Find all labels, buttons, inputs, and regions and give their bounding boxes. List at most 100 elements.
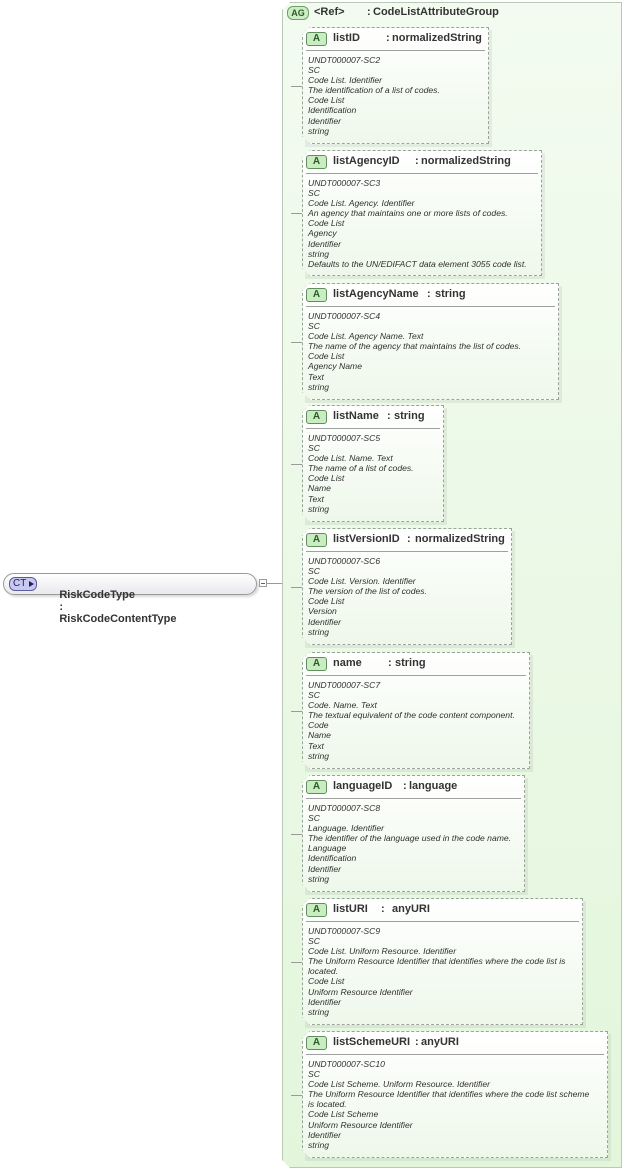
documentation-line: Code List. Agency Name. Text [308,331,424,342]
documentation-line: Name [308,730,331,741]
attribute-name: listVersionID [333,533,400,545]
attribute-separator: : [415,1036,419,1048]
documentation-line: Language [308,843,347,854]
documentation-line: UNDT000007-SC8 [308,803,381,813]
documentation-line: SC [308,936,320,947]
attribute-group-name: CodeListAttributeGroup [373,6,499,18]
attribute-separator: : [427,288,431,300]
attribute-box[interactable] [302,283,559,400]
documentation-line: Identifier [308,115,341,126]
documentation-line: string [308,873,330,884]
attribute-box[interactable] [302,405,444,522]
documentation-line: Code List [308,976,345,987]
attribute-separator: : [387,410,391,422]
documentation-line: Text [308,371,324,382]
attribute-box[interactable] [302,528,512,645]
documentation-line: UNDT000007-SC9 [308,926,381,936]
attribute-name: listID [333,32,360,44]
attribute-separator: : [403,780,407,792]
documentation-line: SC [308,443,320,454]
documentation-line: string [308,248,330,259]
complex-type-name: RiskCodeType [59,589,135,601]
attribute-separator: : [407,533,411,545]
complex-type-base: RiskCodeContentType [59,613,177,625]
attribute-type: string [395,657,426,669]
attribute-divider [306,306,555,307]
attribute-type: normalizedString [415,533,505,545]
connector-attribute [291,342,302,343]
documentation-line: Code List. Version. Identifier [308,576,416,587]
documentation-line: UNDT000007-SC6 [308,556,381,566]
documentation-line: Uniform Resource Identifier [308,986,413,997]
complex-type-icon: CT [9,577,37,591]
documentation-line: Identifier [308,863,341,874]
documentation-line: Identification [308,105,357,116]
documentation-line: The Uniform Resource Identifier that ide… [308,956,566,967]
documentation-line: SC [308,1069,320,1080]
attribute-separator: : [386,32,390,44]
attribute-box[interactable] [302,652,530,769]
attribute-divider [306,428,440,429]
documentation-line: string [308,125,330,136]
documentation-line: is located. [308,1099,347,1110]
attribute-box[interactable] [302,27,489,144]
documentation-line: Text [308,493,324,504]
documentation-line: The textual equivalent of the code conte… [308,710,515,721]
collapse-toggle-icon[interactable] [259,579,267,587]
attribute-name: listSchemeURI [333,1036,411,1048]
documentation-line: string [308,503,330,514]
complex-type-node[interactable]: CT RiskCodeType : RiskCodeContentType [3,573,257,625]
complex-type-label: RiskCodeType : RiskCodeContentType [41,577,176,637]
attribute-box[interactable] [302,150,542,276]
attribute-icon: A [306,533,327,547]
documentation-line: Agency [308,228,337,239]
documentation-line: Identification [308,853,357,864]
documentation-line: Code List [308,596,345,607]
documentation-line: Code List [308,351,345,362]
attribute-group-separator: : [367,6,371,18]
attribute-group-ref: <Ref> [314,6,345,18]
documentation-line: Code List [308,95,345,106]
connector-attribute [291,587,302,588]
attribute-divider [306,798,521,799]
documentation-line: Identifier [308,238,341,249]
documentation-line: Version [308,606,337,617]
connector-ct-to-ag [267,583,282,584]
attribute-separator: : [381,903,385,915]
attribute-divider [306,675,526,676]
attribute-divider [306,173,538,174]
attribute-icon: A [306,903,327,917]
documentation-line: Code List. Agency. Identifier [308,198,415,209]
attribute-divider [306,551,508,552]
documentation-line: Code List [308,218,345,229]
documentation-line: SC [308,188,320,199]
documentation-line: Defaults to the UN/EDIFACT data element … [308,258,527,269]
connector-attribute [291,1095,302,1096]
documentation-line: The identifier of the language used in t… [308,833,512,844]
documentation-line: located. [308,966,339,977]
attribute-icon: A [306,657,327,671]
documentation-line: Agency Name [308,361,362,372]
documentation-line: Code. Name. Text [308,700,377,711]
documentation-line: An agency that maintains one or more lis… [308,208,508,219]
attribute-type: anyURI [392,903,430,915]
attribute-type: normalizedString [392,32,482,44]
documentation-line: string [308,1006,330,1017]
attribute-group-icon: AG [287,6,309,20]
documentation-line: string [308,381,330,392]
attribute-box[interactable] [302,1031,608,1158]
attribute-box[interactable] [302,898,583,1025]
complex-type-separator: : [59,601,64,613]
documentation-line: UNDT000007-SC10 [308,1059,385,1069]
attribute-box[interactable] [302,775,525,892]
documentation-line: UNDT000007-SC4 [308,311,381,321]
documentation-line: UNDT000007-SC3 [308,178,381,188]
documentation-line: Code List [308,473,345,484]
documentation-line: The name of a list of codes. [308,463,414,474]
